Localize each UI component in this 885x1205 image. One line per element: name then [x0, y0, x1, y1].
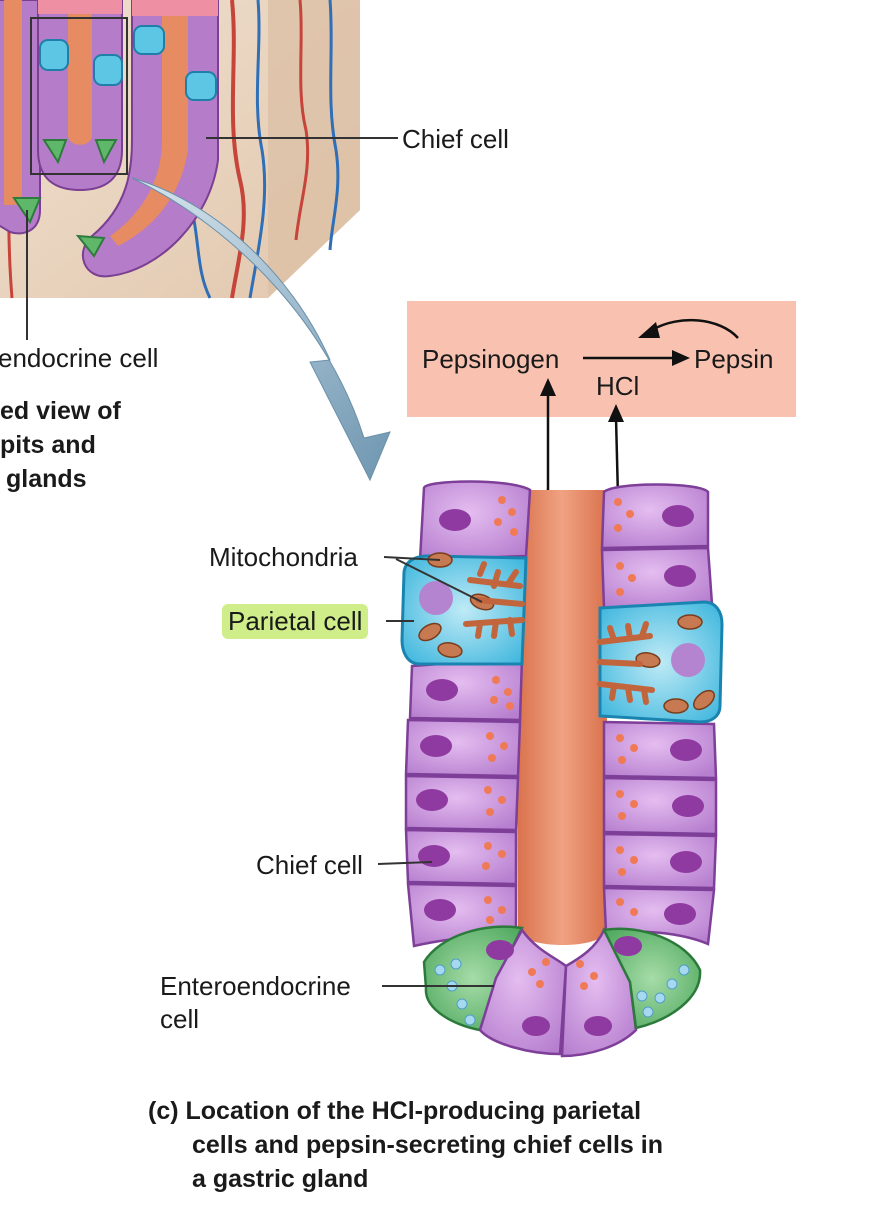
pepsinogen-arrowhead — [540, 378, 556, 396]
pepsin-label: Pepsin — [694, 344, 774, 374]
leader-line-chief-bottom — [377, 861, 433, 865]
pits-caption-line1: ed view of — [0, 397, 121, 425]
canaliculi — [463, 561, 525, 639]
hcl-label: HCl — [596, 371, 640, 401]
pepsinogen-label: Pepsinogen — [422, 344, 560, 374]
chief-cell-label-bottom: Chief cell — [256, 850, 363, 880]
chief-cell — [602, 832, 718, 890]
blood-vessel — [294, 0, 310, 241]
blood-vessel — [248, 0, 267, 299]
gastric-gland-small — [37, 0, 123, 192]
figure-caption-line3: a gastric gland — [192, 1165, 369, 1193]
mitochondria-label: Mitochondria — [209, 542, 358, 572]
secretory-granules — [482, 496, 638, 924]
enteroendocrine-cell-label-top: endocrine cell — [0, 343, 159, 373]
pits-caption-line2: pits and — [0, 431, 96, 459]
tissue-excerpt — [0, 0, 360, 299]
parietal-cell-right — [597, 600, 724, 724]
zoom-box — [30, 17, 128, 175]
leader-line-mitochondria — [383, 556, 441, 561]
figure-caption-line1: (c) Location of the HCl-producing pariet… — [148, 1097, 642, 1125]
tissue-side-face — [268, 0, 360, 298]
autocatalysis-arrowhead — [638, 322, 660, 338]
base-cells — [422, 925, 702, 1058]
zoom-arrow — [131, 177, 391, 482]
parietal-cell-left — [400, 552, 528, 666]
gland-lumen — [516, 490, 608, 945]
reaction-arrowhead — [672, 350, 690, 366]
chief-cell-label-top: Chief cell — [402, 124, 509, 154]
figure-caption-line2: cells and pepsin-secreting chief cells i… — [192, 1131, 663, 1159]
autocatalysis-arrow — [651, 318, 739, 339]
chief-cell — [418, 480, 532, 562]
canaliculi — [597, 621, 655, 705]
enteroendocrine-label-line2: cell — [160, 1004, 200, 1034]
blood-vessel — [230, 0, 246, 299]
chief-cell — [602, 720, 718, 780]
chief-cells-left — [404, 480, 532, 948]
pits-caption-line3: glands — [6, 465, 87, 493]
chief-cell — [602, 776, 718, 836]
parietal-cell-label: Parietal cell — [222, 604, 369, 639]
chief-cell — [600, 483, 710, 550]
gastric-gland-large — [400, 480, 724, 1058]
hcl-arrowhead — [608, 404, 624, 422]
enteroendocrine-label-line1: Enteroendocrine — [160, 971, 351, 1001]
blood-vessel — [328, 0, 340, 251]
leader-line-mitochondria-2 — [395, 558, 483, 603]
